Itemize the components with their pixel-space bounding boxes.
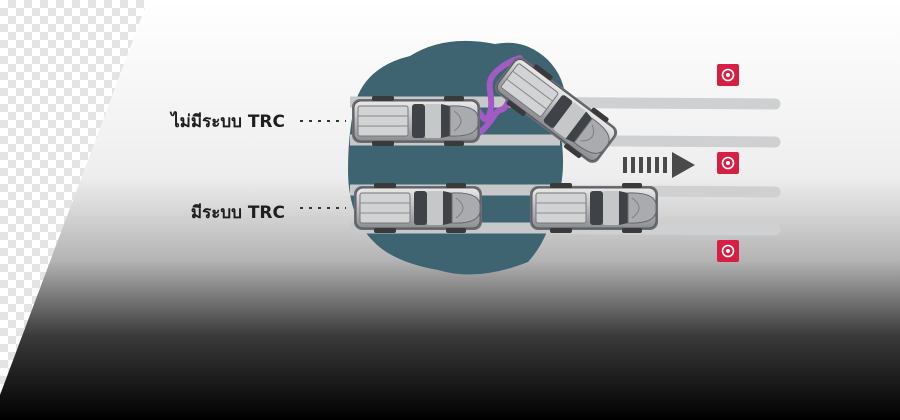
traffic-cone-icon: [716, 63, 740, 87]
traffic-cone-icon: [716, 239, 740, 263]
truck-without-trc-start: [351, 95, 481, 147]
truck-with-trc-start: [353, 182, 483, 234]
dashed-arrow-icon: [623, 152, 695, 178]
label-leader-lines: [300, 120, 346, 209]
label-without-trc: ไม่มีระบบ TRC: [171, 112, 285, 132]
truck-with-trc-forward: [529, 182, 659, 234]
traffic-cone-icon: [716, 151, 740, 175]
label-with-trc: มีระบบ TRC: [190, 203, 285, 223]
